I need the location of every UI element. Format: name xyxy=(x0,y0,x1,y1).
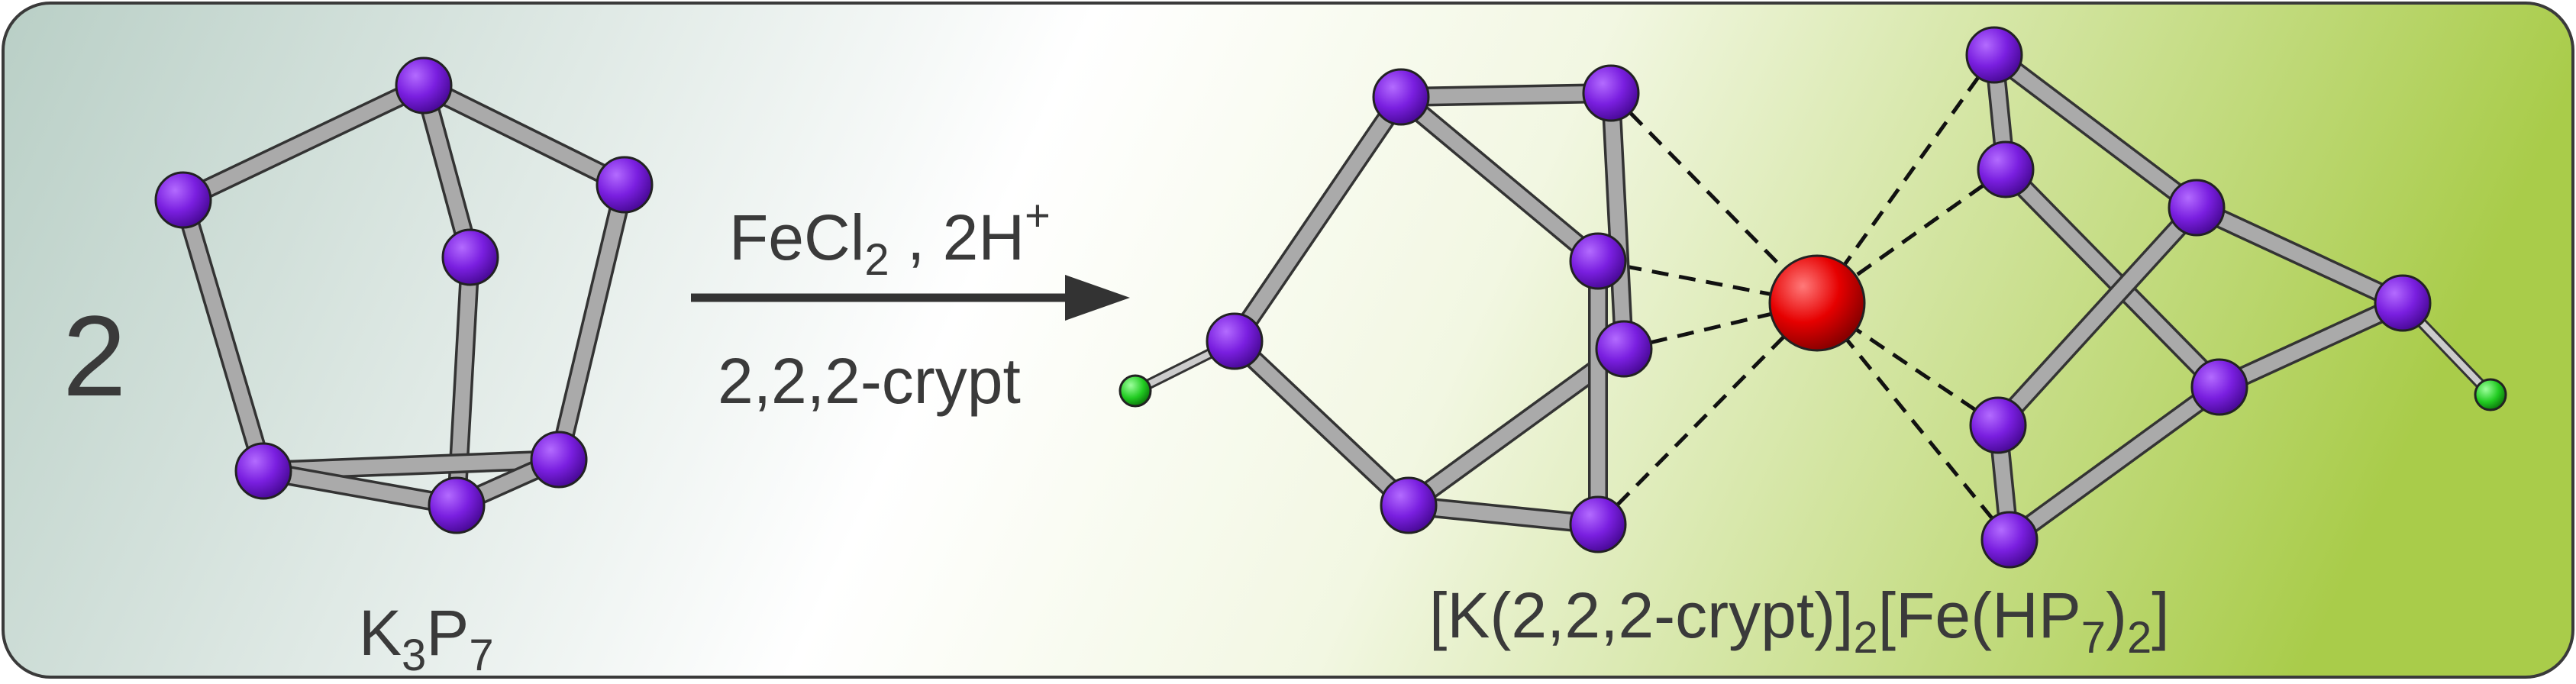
phosphorus-atom xyxy=(1965,26,2023,84)
bond xyxy=(414,76,480,267)
bond xyxy=(414,76,634,195)
phosphorus-atom xyxy=(1372,68,1430,126)
coordination-bond xyxy=(1816,301,2000,428)
right-hp7-ligand xyxy=(1965,26,2507,569)
reactant-atoms xyxy=(154,56,654,534)
phosphorus-atom xyxy=(2374,274,2432,332)
coordination-bond xyxy=(1596,302,1819,526)
reagents-above-arrow: FeCl2 , 2H+ xyxy=(729,191,1051,285)
iron-atom xyxy=(1768,254,1866,352)
phosphorus-atom xyxy=(2168,179,2226,237)
left-ligand-atoms xyxy=(1119,64,1653,553)
bond xyxy=(173,76,434,210)
phosphorus-atom xyxy=(1380,476,1438,534)
phosphorus-atom xyxy=(596,156,654,214)
phosphorus-atom xyxy=(154,171,212,229)
bond xyxy=(1391,83,1621,107)
phosphorus-atom xyxy=(1977,140,2035,198)
reactant-bonds xyxy=(173,76,634,515)
coordination-bond xyxy=(1597,259,1818,305)
phosphorus-atom xyxy=(441,228,499,286)
left-hp7-ligand xyxy=(1119,64,1653,553)
phosphorus-atom xyxy=(1969,396,2027,454)
phosphorus-atom xyxy=(234,442,292,500)
reactant-p7-cage xyxy=(154,56,654,534)
bond xyxy=(1984,45,2206,218)
hydrogen-atom xyxy=(2474,378,2507,411)
right-ligand-atoms xyxy=(1965,26,2507,569)
phosphorus-atom xyxy=(1980,511,2039,569)
product-label: [K(2,2,2-crypt)]2[Fe(HP7)2] xyxy=(1429,579,2170,663)
reactant-label: K3P7 xyxy=(359,597,494,680)
bond xyxy=(253,450,569,481)
bond xyxy=(2210,293,2413,397)
bond xyxy=(173,190,273,481)
phosphorus-atom xyxy=(2190,358,2248,416)
bond xyxy=(253,461,466,515)
bond xyxy=(1399,495,1608,534)
bond xyxy=(1601,83,1634,359)
phosphorus-atom xyxy=(1595,320,1653,378)
right-ligand-bonds xyxy=(1984,45,2496,550)
coordination-bond xyxy=(1609,92,1819,305)
bond xyxy=(1391,87,1608,271)
phosphorus-atom xyxy=(530,431,588,489)
bond xyxy=(549,175,634,469)
coordination-bond xyxy=(1815,53,1997,305)
phosphorus-atom xyxy=(1569,232,1627,290)
stoichiometry-coefficient: 2 xyxy=(63,292,126,420)
reaction-arrow xyxy=(691,275,1130,321)
phosphorus-atom xyxy=(1582,64,1640,122)
bond xyxy=(1996,160,2229,397)
coordination-bond xyxy=(1816,302,2011,541)
bond xyxy=(2187,198,2413,313)
bond xyxy=(2000,377,2229,550)
phosphorus-atom xyxy=(1206,312,1264,370)
hydrogen-atom xyxy=(1119,374,1152,408)
phosphorus-atom xyxy=(395,56,453,115)
bond xyxy=(1225,331,1419,515)
reagents-below-arrow: 2,2,2-crypt xyxy=(718,345,1021,417)
bond xyxy=(1988,198,2206,435)
phosphorus-atom xyxy=(428,476,486,534)
bond xyxy=(1225,87,1411,351)
phosphorus-atom xyxy=(1569,495,1627,553)
